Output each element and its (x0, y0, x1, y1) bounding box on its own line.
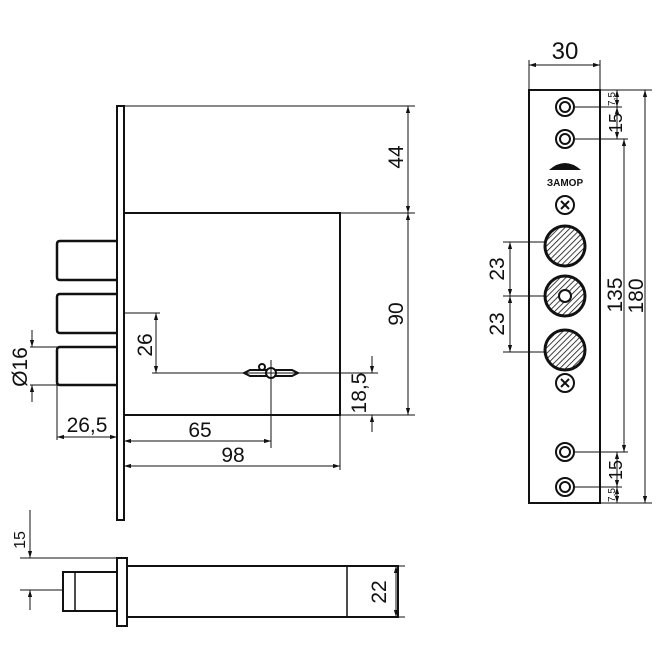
dim-44: 44 (385, 145, 408, 169)
phillips-screw-icon (555, 373, 575, 393)
faceplate-front (116, 105, 125, 521)
screw-hole (555, 129, 575, 149)
dim-15-top: 15 (606, 113, 626, 133)
dim-30: 30 (552, 38, 579, 65)
dim-26: 26 (134, 333, 157, 356)
dim-98: 98 (221, 444, 244, 467)
lock-body (123, 212, 341, 416)
screw-hole (555, 442, 575, 462)
dim-23-upper: 23 (486, 257, 509, 280)
front-view (29, 105, 415, 521)
bolt (55, 239, 117, 282)
dim-23-lower: 23 (486, 312, 509, 335)
dim-22: 22 (368, 580, 391, 603)
dim-26-5: 26,5 (67, 414, 108, 437)
faceplate-view: ЗАМОР (503, 60, 652, 504)
screw-hole (555, 477, 575, 497)
dim-135: 135 (604, 277, 627, 312)
dim-7-5-top: 7,5 (607, 92, 618, 106)
bolt (55, 345, 117, 387)
logo: ЗАМОР (547, 163, 584, 189)
bolt-end (543, 224, 587, 268)
dim-18-5: 18,5 (348, 373, 371, 414)
bolt-side (62, 571, 118, 612)
bolt-end (543, 328, 587, 372)
dim-diameter-16: Ø16 (9, 347, 32, 387)
dim-15-side: 15 (12, 531, 29, 549)
screw-hole (555, 97, 575, 117)
dim-90: 90 (385, 302, 408, 325)
svg-text:ЗАМОР: ЗАМОР (547, 178, 584, 189)
dim-7-5-bottom: 7,5 (607, 488, 618, 502)
side-view (20, 510, 405, 627)
faceplate-side (116, 557, 128, 627)
bolt (55, 292, 117, 335)
dim-180: 180 (625, 278, 648, 313)
dim-15-bottom: 15 (606, 460, 626, 480)
lock-body-side (126, 565, 399, 618)
phillips-screw-icon (555, 195, 575, 215)
dim-65: 65 (188, 419, 211, 442)
